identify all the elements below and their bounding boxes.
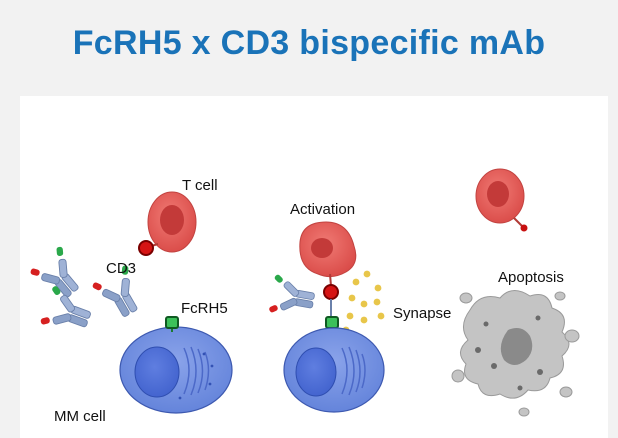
cd3-receptor xyxy=(138,240,154,256)
mm-cell-label: MM cell xyxy=(54,408,106,425)
activation-label: Activation xyxy=(290,201,355,218)
fcrh5-receptor xyxy=(165,316,179,329)
mm-cell-icon xyxy=(283,327,385,413)
synapse-label: Synapse xyxy=(393,305,451,322)
cd3-receptor xyxy=(323,284,339,300)
t-cell-icon xyxy=(475,168,528,232)
t-cell-icon xyxy=(299,221,357,287)
fcrh5-receptor xyxy=(325,316,339,329)
antibody-icon xyxy=(267,272,318,321)
cytokine-dots xyxy=(342,270,385,334)
page-title: FcRH5 x CD3 bispecific mAb xyxy=(72,24,546,62)
mm-cell-icon xyxy=(119,326,233,414)
apoptotic-cell-icon xyxy=(451,290,580,417)
fcrh5-label: FcRH5 xyxy=(181,300,228,317)
t-cell-label: T cell xyxy=(182,177,218,194)
t-cell-icon xyxy=(147,191,197,253)
cd3-label: CD3 xyxy=(106,260,136,277)
apoptosis-label: Apoptosis xyxy=(498,269,564,286)
antibody-icon xyxy=(27,243,91,307)
